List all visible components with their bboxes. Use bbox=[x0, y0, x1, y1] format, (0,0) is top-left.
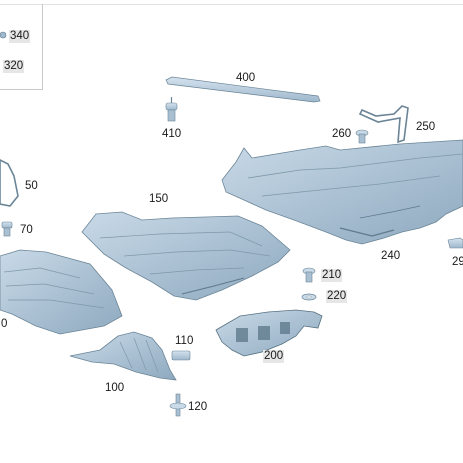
callout-150: 150 bbox=[149, 193, 169, 205]
callout-320: 320 bbox=[3, 60, 25, 73]
part-10-front-panel bbox=[0, 249, 123, 335]
part-240-rear-panel bbox=[221, 139, 463, 245]
callout-100: 100 bbox=[105, 382, 125, 394]
callout-240: 240 bbox=[381, 250, 401, 262]
part-50-bracket bbox=[0, 159, 19, 207]
callout-250: 250 bbox=[416, 121, 436, 133]
part-120-push-clip bbox=[169, 393, 187, 417]
callout-260: 260 bbox=[332, 128, 352, 140]
callout-200: 200 bbox=[263, 350, 285, 363]
part-70-clip bbox=[1, 221, 13, 237]
callout-220: 220 bbox=[326, 290, 348, 303]
legend-inset bbox=[0, 4, 43, 90]
part-410-clip bbox=[165, 97, 178, 122]
callout-10-partial: 0 bbox=[1, 318, 8, 330]
part-290-clip bbox=[447, 237, 463, 249]
top-divider bbox=[0, 4, 463, 5]
callout-400: 400 bbox=[236, 72, 256, 84]
part-110-clip bbox=[171, 350, 191, 361]
part-100-arch-panel bbox=[69, 331, 177, 381]
callout-110: 110 bbox=[175, 335, 194, 347]
callout-120: 120 bbox=[188, 401, 208, 413]
part-400-rail bbox=[165, 76, 321, 103]
callout-50: 50 bbox=[25, 180, 38, 192]
callout-410: 410 bbox=[162, 128, 182, 140]
part-250-bracket bbox=[358, 105, 409, 144]
part-150-center-panel bbox=[81, 211, 291, 301]
part-260-screw bbox=[355, 129, 369, 144]
callout-340: 340 bbox=[9, 30, 31, 43]
callout-290-partial: 29 bbox=[452, 256, 463, 268]
screw-icon-340 bbox=[0, 31, 7, 39]
part-210-screw bbox=[302, 267, 316, 283]
callout-70: 70 bbox=[20, 224, 33, 236]
part-220-washer bbox=[301, 293, 317, 301]
part-200-bracket bbox=[215, 309, 323, 357]
callout-210: 210 bbox=[321, 269, 343, 282]
